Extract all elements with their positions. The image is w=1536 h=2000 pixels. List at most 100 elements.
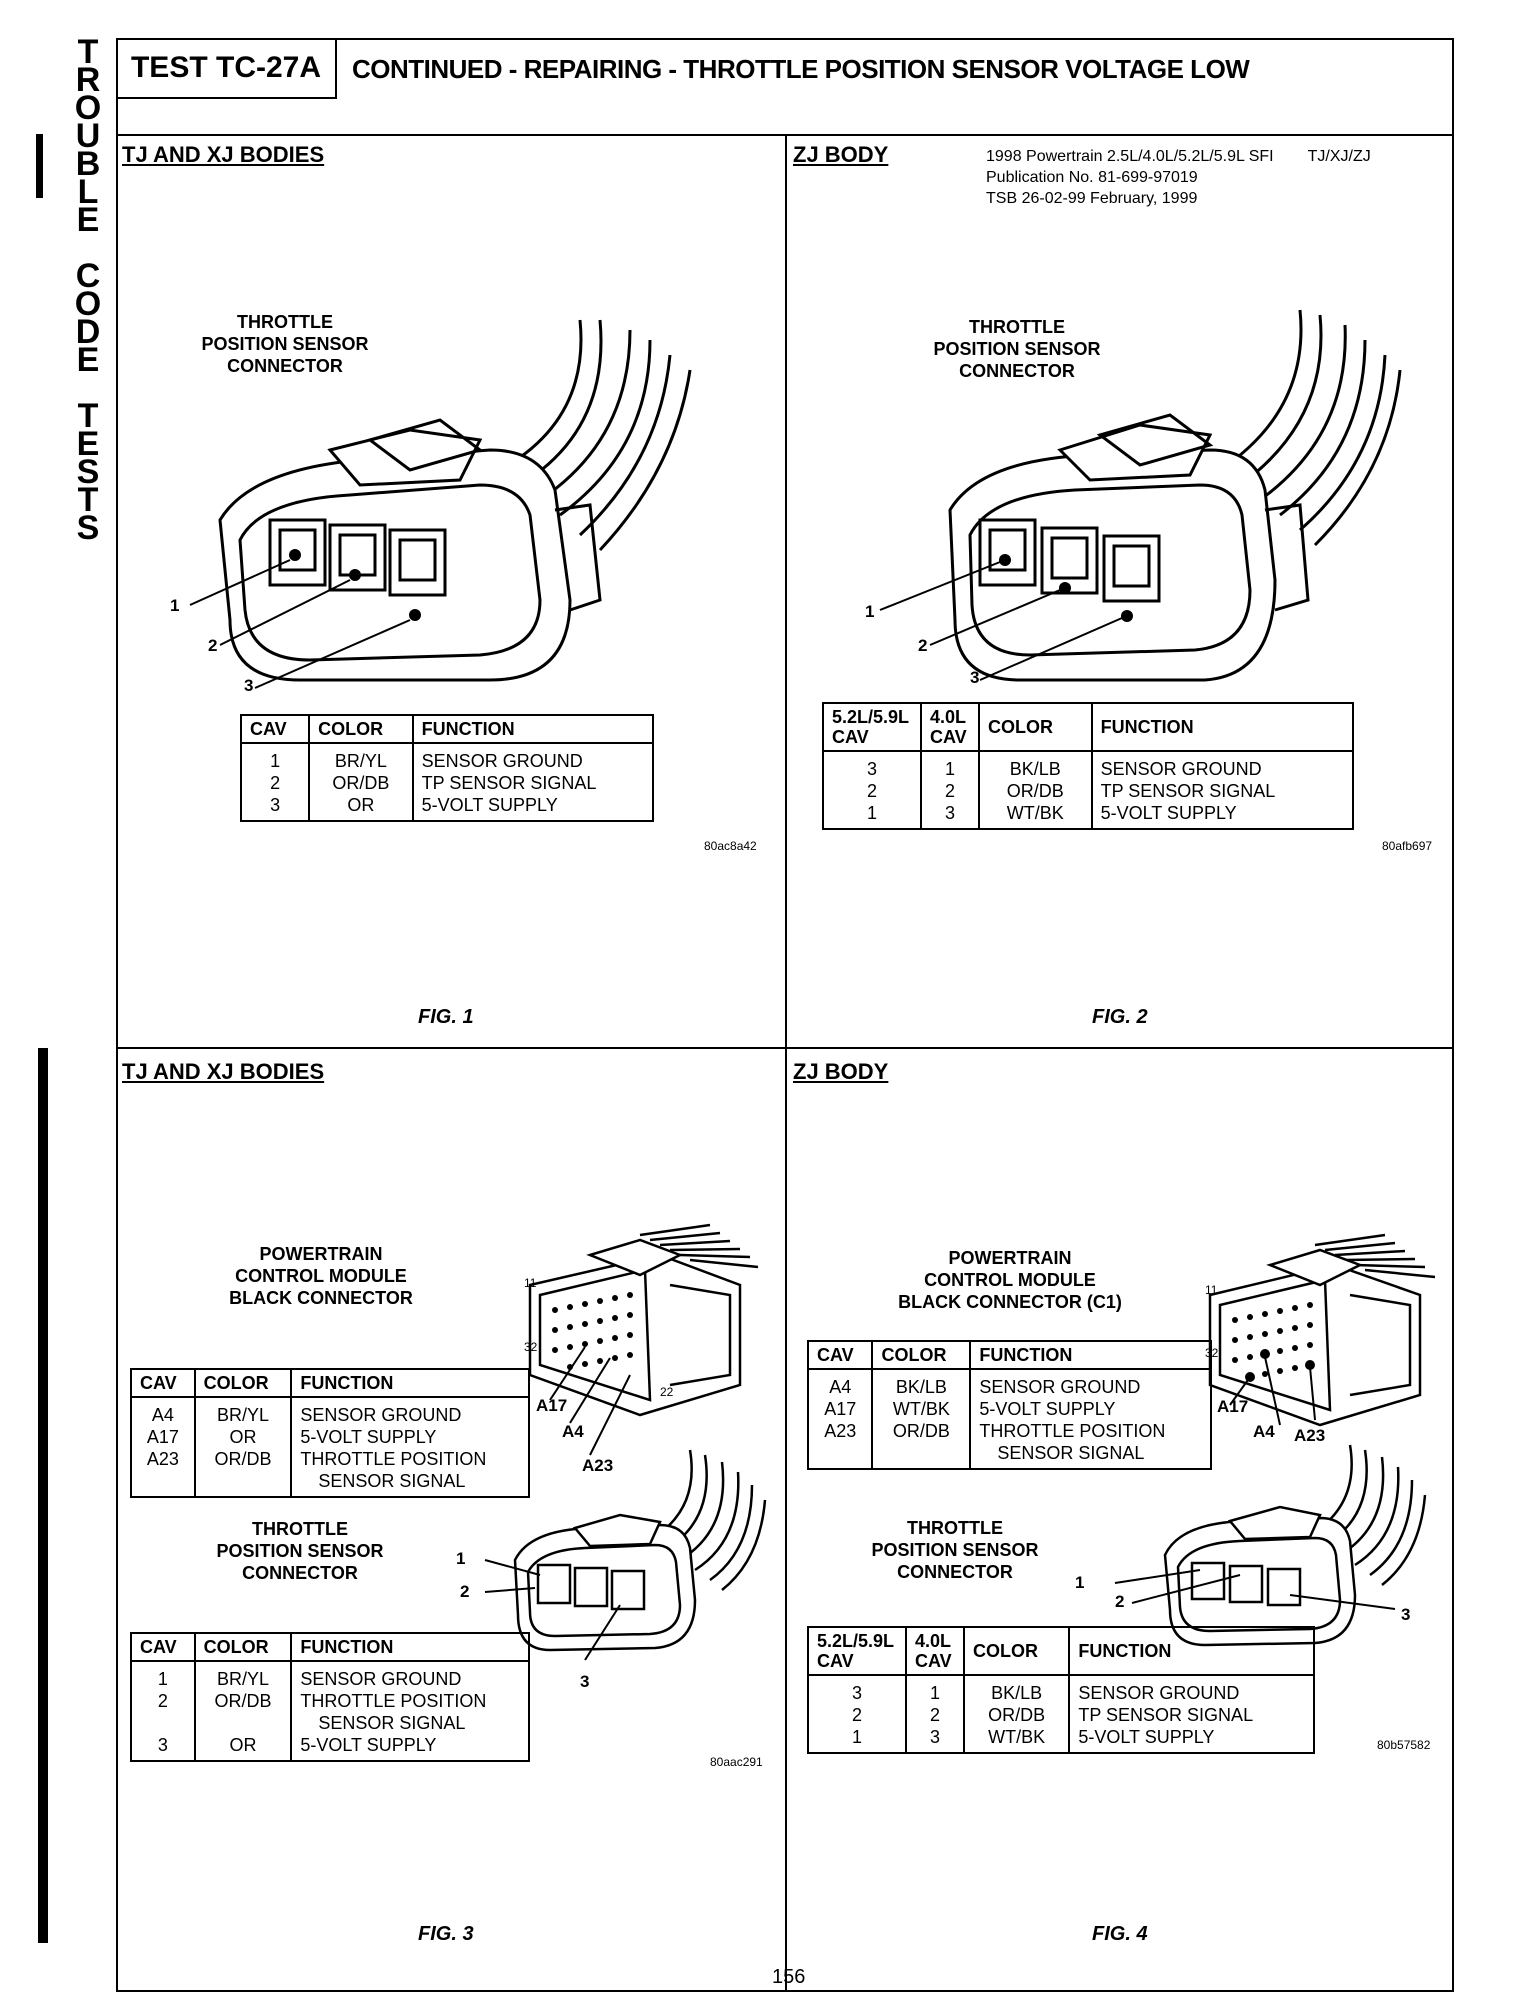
cell: OR/DB — [962, 1704, 1071, 1726]
cell: A17 — [806, 1398, 874, 1420]
col-header: COLOR — [962, 1626, 1071, 1676]
label-line: CONTROL MODULE — [235, 1266, 407, 1286]
sidebar-letter: L — [77, 173, 99, 211]
pcm-cavity-number: 32 — [524, 1340, 538, 1354]
cell: 2 — [905, 1704, 965, 1726]
cell: SENSOR GROUND — [1090, 751, 1355, 780]
cell: BR/YL — [193, 1661, 293, 1690]
cell: OR/DB — [871, 1420, 972, 1442]
col-header: FUNCTION — [411, 714, 655, 744]
cell: SENSOR SIGNAL — [290, 1470, 530, 1498]
horizontal-divider — [116, 1047, 1454, 1049]
panel4-figure-code: 80b57582 — [1377, 1738, 1431, 1752]
label-line: THROTTLE — [237, 312, 333, 332]
cell — [193, 1470, 293, 1498]
panel3-tps-pin-label: 2 — [460, 1582, 470, 1601]
panel4-pcm-pin-label: A23 — [1294, 1426, 1326, 1445]
cell: OR/DB — [308, 772, 414, 794]
label-line: POSITION SENSOR — [216, 1541, 384, 1561]
cell: 2 — [130, 1690, 196, 1712]
sidebar-letter: E — [76, 201, 100, 239]
col-header: COLOR — [193, 1632, 293, 1662]
col-header: COLOR — [978, 702, 1093, 752]
label-line: CONNECTOR — [897, 1562, 1013, 1582]
cell: A17 — [130, 1426, 196, 1448]
cell: 3 — [920, 802, 980, 830]
sidebar-letter: O — [74, 285, 102, 323]
cell: BK/LB — [962, 1675, 1071, 1704]
panel2-pin-label: 1 — [865, 602, 875, 621]
cell: BR/YL — [193, 1397, 293, 1426]
sidebar-letter: O — [74, 89, 102, 127]
cell: TP SENSOR SIGNAL — [1068, 1704, 1315, 1726]
label-line: CONNECTOR — [242, 1563, 358, 1583]
panel3-tps-connector-drawing — [484, 1449, 767, 1661]
cell: 3 — [239, 794, 311, 822]
cell: WT/BK — [978, 802, 1093, 830]
cell: TP SENSOR SIGNAL — [411, 772, 655, 794]
panel3-pcm-pin-label: A23 — [582, 1456, 614, 1475]
col-header: FUNCTION — [290, 1368, 530, 1398]
label-line: CONTROL MODULE — [924, 1270, 1096, 1290]
col-header: 4.0L CAV — [905, 1626, 965, 1676]
col-header: 4.0L CAV — [920, 702, 980, 752]
cell: 2 — [920, 780, 980, 802]
sidebar-letter: T — [77, 397, 99, 435]
cell: 2 — [807, 1704, 907, 1726]
panel4-title: ZJ BODY — [793, 1059, 889, 1084]
page-title: CONTINUED - REPAIRING - THROTTLE POSITIO… — [352, 54, 1250, 84]
panel3-tps-pin-label: 3 — [580, 1672, 590, 1691]
cell: BK/LB — [978, 751, 1093, 780]
label-line: CONNECTOR — [227, 356, 343, 376]
panel4-pcm-pin-label: A4 — [1253, 1422, 1275, 1441]
panel2-pin-label: 2 — [918, 636, 928, 655]
panel2-title: ZJ BODY — [793, 142, 889, 167]
sidebar-letter: C — [75, 257, 101, 295]
cell: 1 — [822, 802, 922, 830]
panel1-pin-label: 1 — [170, 596, 180, 615]
cell: 1 — [807, 1726, 907, 1754]
cell: OR/DB — [978, 780, 1093, 802]
cell: SENSOR GROUND — [290, 1397, 530, 1426]
panel1-pin-label: 3 — [244, 676, 254, 695]
table-row: SENSOR SIGNAL — [806, 1442, 1212, 1470]
panel3-pcm-pin-label: A4 — [562, 1422, 584, 1441]
col-header: 5.2L/5.9L CAV — [807, 1626, 907, 1676]
panel4-pcm-label: POWERTRAIN CONTROL MODULE BLACK CONNECTO… — [870, 1247, 1150, 1313]
panel4-tps-pin-label: 1 — [1075, 1573, 1085, 1592]
sidebar-letter: E — [76, 341, 100, 379]
panel3-pcm-connector-drawing — [528, 1223, 759, 1456]
col-header: FUNCTION — [1090, 702, 1355, 752]
col-header: COLOR — [308, 714, 414, 744]
panel3-pcm-pin-label: A17 — [536, 1396, 568, 1415]
col-header: CAV — [239, 714, 311, 744]
col-header: FUNCTION — [1068, 1626, 1315, 1676]
cell: 1 — [905, 1675, 965, 1704]
sidebar-letter: S — [76, 453, 100, 491]
cell: THROTTLE POSITION — [290, 1448, 530, 1470]
cell: 5-VOLT SUPPLY — [1068, 1726, 1315, 1754]
panel2-connector-label: THROTTLE POSITION SENSOR CONNECTOR — [902, 316, 1132, 382]
cell: A23 — [130, 1448, 196, 1470]
panel2-tps-connector-drawing — [879, 309, 1402, 682]
cell: OR — [193, 1734, 293, 1762]
sidebar-letter: R — [75, 61, 101, 99]
cell — [130, 1712, 196, 1734]
vertical-divider — [785, 136, 787, 1992]
label-line: POSITION SENSOR — [871, 1540, 1039, 1560]
page-number: 156 — [772, 1966, 806, 1988]
sidebar-letter: T — [77, 33, 99, 71]
